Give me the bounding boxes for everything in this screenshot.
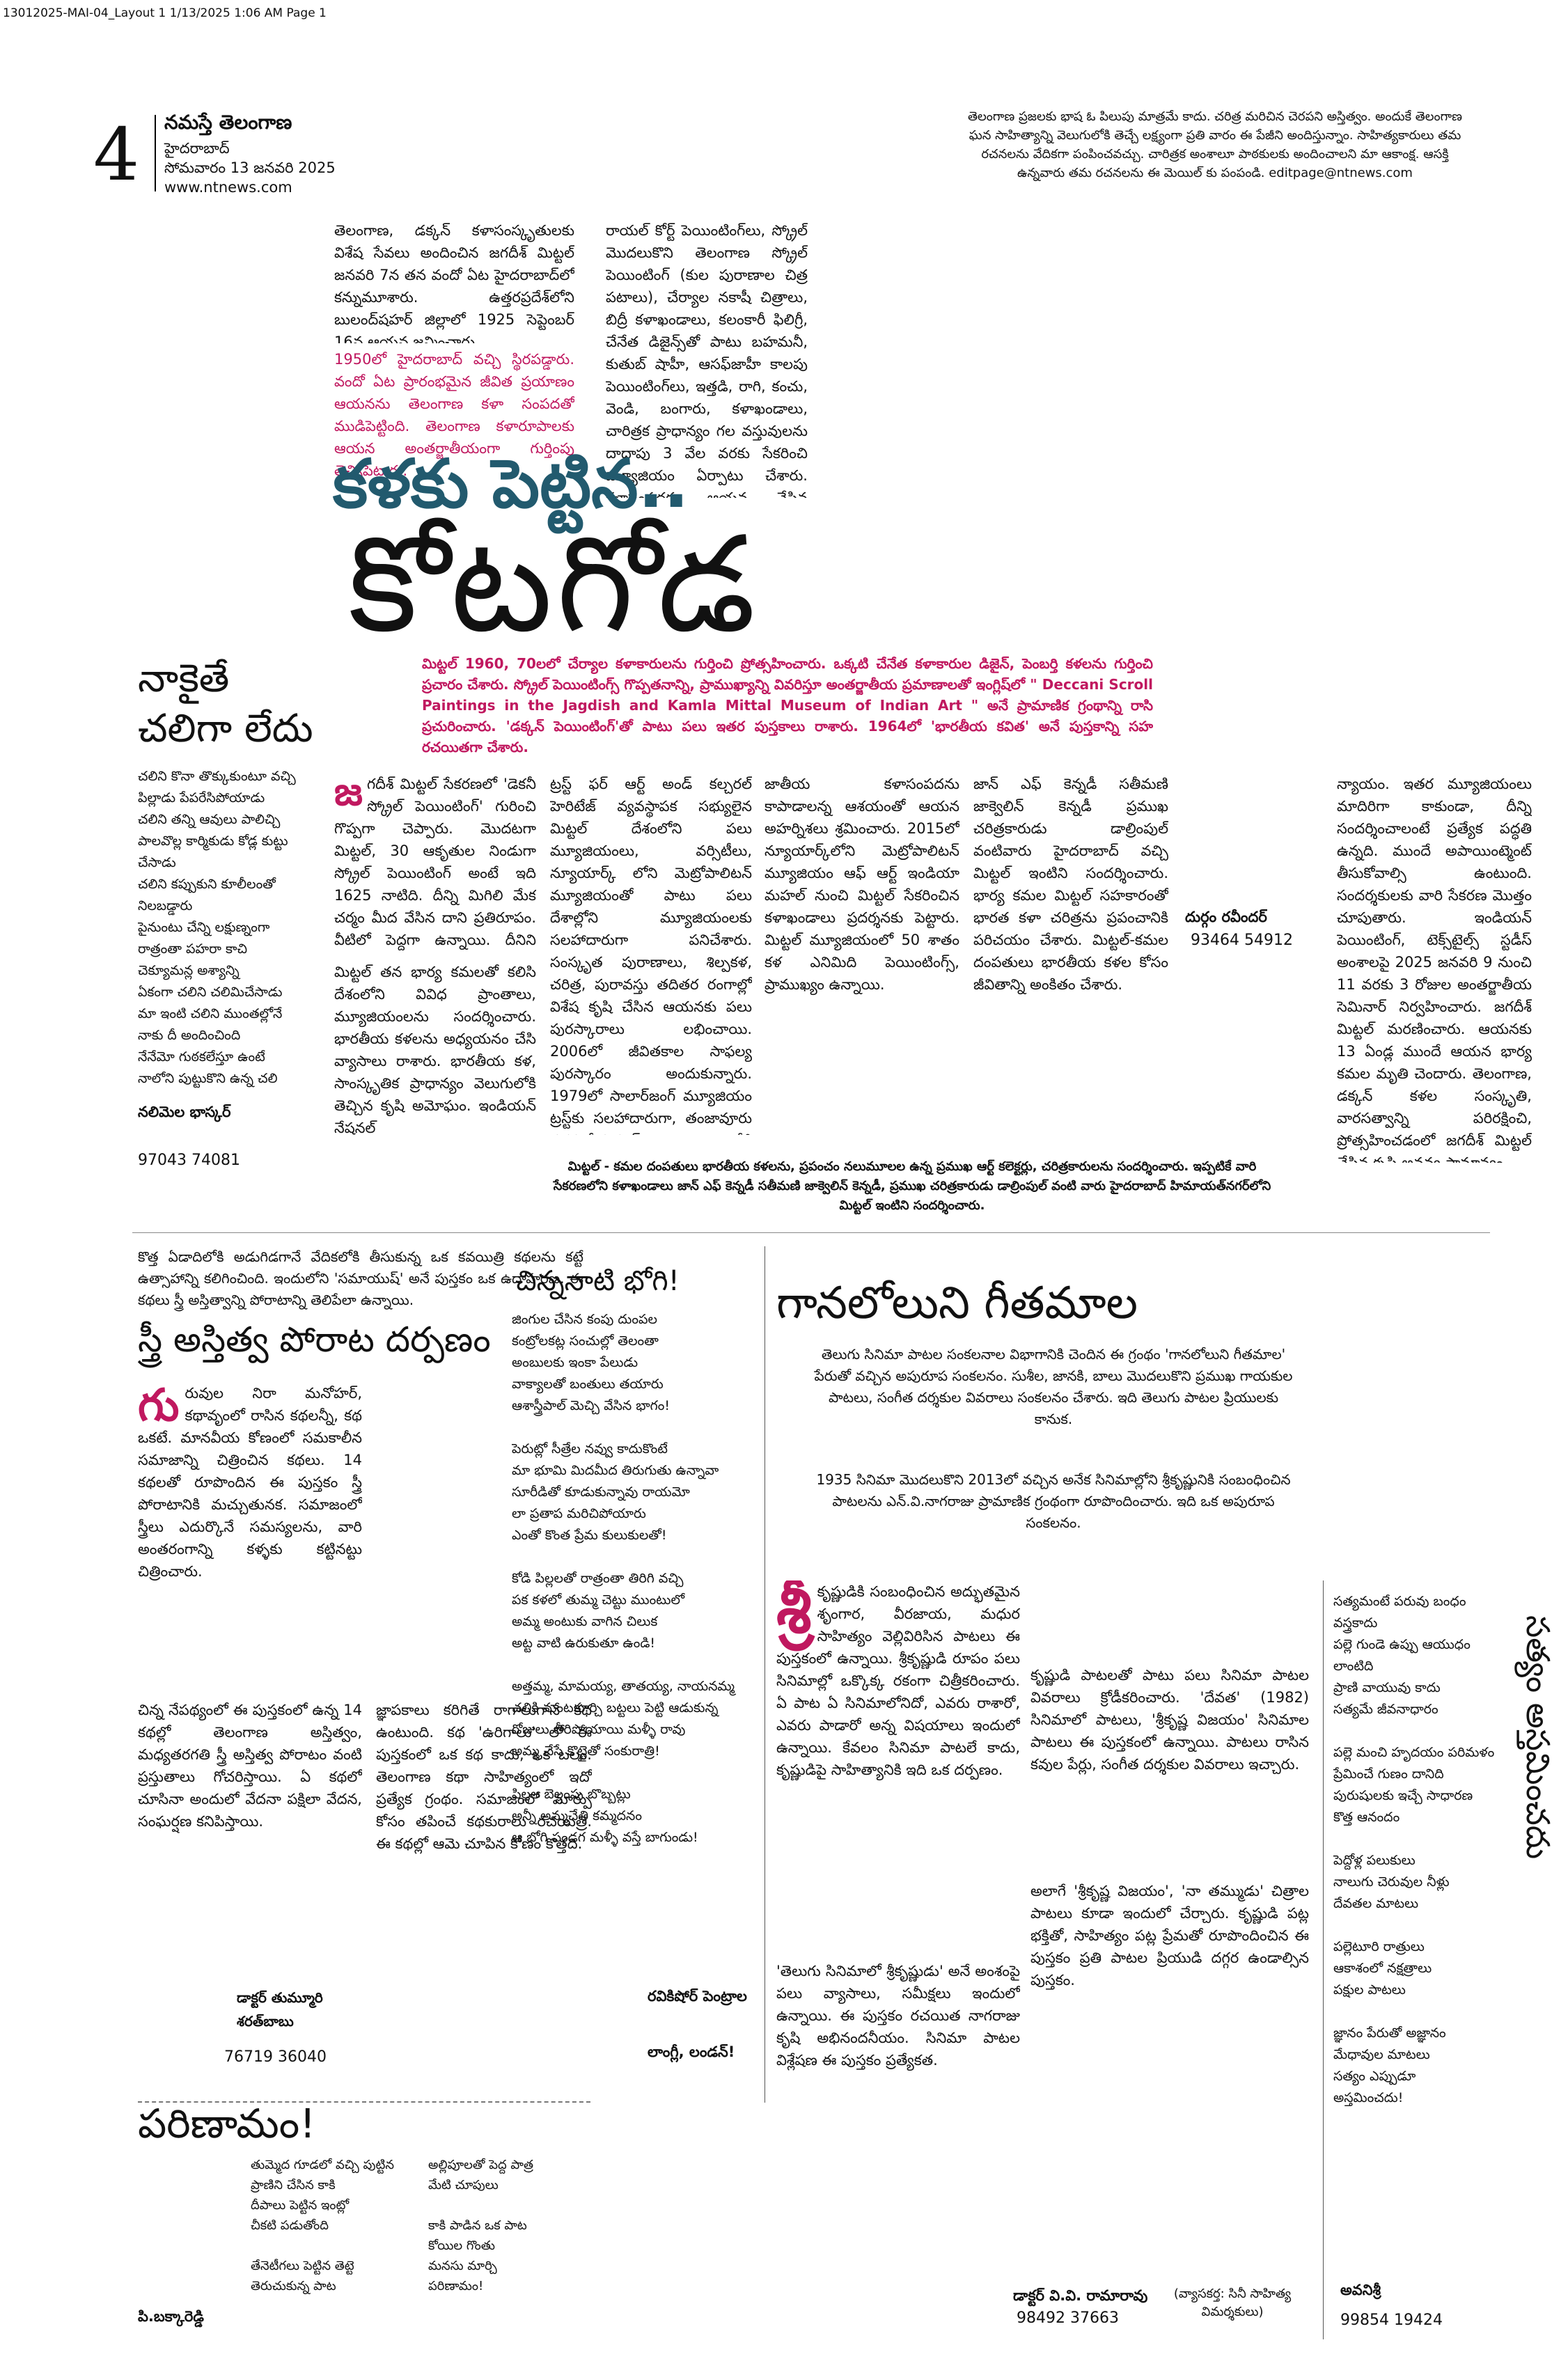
sathyam-phone: 99854 19424	[1340, 2312, 1443, 2329]
bhogi-byline: రవికిషోర్ పెంట్రాల	[648, 1988, 747, 2004]
naakaithe-title-line1: నాకైతే	[138, 656, 230, 701]
kotagoda-intro: తెలంగాణ, డక్కన్ కళాసంస్కృతులకు విశేష సేవ…	[334, 222, 574, 343]
geethamala-dropcap: శ్రీ	[776, 1580, 812, 1647]
parinamam-byline: పి.బక్కారెడ్డి	[138, 2308, 204, 2325]
masthead-divider	[155, 115, 156, 191]
masthead-date: సోమవారం 13 జనవరి 2025	[164, 159, 336, 176]
kotagoda-intro-pink: 1950లో హైదరాబాద్ వచ్చి స్థిరపడ్డారు. వంద…	[334, 351, 574, 479]
kotagoda-intro-right: రాయల్ కోర్ట్ పెయింటింగ్‌లు, స్క్రోల్ మొద…	[606, 222, 808, 498]
geethamala-col2: కృష్ణుడి పాటలతో పాటు పలు సినిమా పాటల వివ…	[1030, 1667, 1309, 1773]
review-intro: కొత్త ఏడాదిలోకి అడుగిడగానే వేదికలోకి తీస…	[138, 1248, 583, 1308]
review-col1-text: రువుల నిరా మనోహర్, కథావృంలో రాసిన కథలన్న…	[138, 1385, 362, 1580]
kotagoda-body-col1b: మిట్టల్ తన భార్య కమలతో కలిసి దేశంలోని వి…	[334, 964, 536, 1136]
bhogi-title: చిన్ననాటి భోగి!	[515, 1265, 680, 1297]
bhogi-place: లాంగ్లీ, లండన్!	[648, 2043, 735, 2060]
geethamala-col1-text: కృష్ణుడికి సంబంధించిన అద్భుతమైన శృంగార, …	[776, 1583, 1020, 1778]
kotagoda-title-line1: కళకు పెట్టిన..	[333, 445, 689, 523]
review-title: స్త్రీ అస్తిత్వ పోరాట దర్పణం	[138, 1319, 491, 1360]
kotagoda-body-col1-text: గదీశ్ మిట్టల్ సేకరణలో 'డెకనీ స్క్రోల్ పె…	[334, 776, 536, 948]
geethamala-byline: డాక్టర్ వి.వి. రామారావు	[1013, 2287, 1148, 2304]
kotagoda-deck: మిట్టల్ 1960, 70లలో చేర్యాల కళాకారులను గ…	[422, 655, 1153, 755]
kotagoda-byline: దుర్గం రవీందర్	[1185, 909, 1267, 925]
naakaithe-title-line2: చలిగా లేదు	[138, 706, 313, 751]
geethamala-note: (వ్యాసకర్త: సినీ సాహిత్య విమర్శకులు)	[1173, 2286, 1292, 2319]
kotagoda-body-col5: న్యాయం. ఇతర మ్యూజియంలు మాదిరిగా కాకుండా,…	[1337, 776, 1532, 1163]
review-phone: 76719 36040	[224, 2048, 327, 2066]
column-divider-2	[1323, 1580, 1324, 2339]
review-dropcap: గు	[138, 1382, 180, 1431]
section-divider	[132, 1232, 1490, 1233]
masthead-city: హైదరాబాద్	[164, 140, 230, 157]
geethamala-col2b: అలాగే 'శ్రీకృష్ణ విజయం', 'నా తమ్ముడు' చి…	[1030, 1883, 1309, 1988]
sathyam-title: సత్యం అస్తమించదు	[1519, 1615, 1557, 1860]
editorial-email[interactable]: editpage@ntnews.com	[1269, 166, 1413, 180]
paper-name: నమస్తే తెలంగాణ	[164, 111, 292, 134]
bhogi-poem-text: జింగుల చేసిన కంపు దుంపల కంట్రోలకట్ల సంచు…	[512, 1312, 735, 1845]
naakaithe-poem-text: చలిని కొనా తొక్కుకుంటూ వచ్చి పిల్లాడు పే…	[138, 769, 296, 1093]
parinamam-divider	[138, 2101, 590, 2103]
geethamala-phone: 98492 37663	[1017, 2309, 1119, 2327]
kotagoda-photo-caption: మిట్టల్ - కమల దంపతులు భారతీయ కళలను, ప్రప…	[553, 1159, 1271, 1213]
kotagoda-body-col4: జాన్ ఎఫ్ కెన్నడీ సతీమణి జాక్వెలిన్ కెన్న…	[973, 776, 1168, 993]
naakaithe-phone: 97043 74081	[138, 1152, 240, 1169]
review-col2: జ్ఞాపకాలు కరిగితే రాగాలుగానే కథ ఉంటుంది.…	[376, 1702, 592, 1852]
parinamam-poem-text: తుమ్మెద గూడలో వచ్చి పుట్టిన ప్రాణిని చేస…	[251, 2158, 533, 2293]
review-col1: గు రువుల నిరా మనోహర్, కథావృంలో రాసిన కథల…	[138, 1382, 362, 1688]
kotagoda-phone: 93464 54912	[1191, 932, 1293, 949]
sathyam-byline: అవనిశ్రీ	[1340, 2282, 1381, 2298]
kotagoda-body-col3: జాతీయ కళాసంపదను కాపాడాలన్న ఆశయంతో ఆయన అహ…	[765, 776, 959, 993]
geethamala-title: గానలోలుని గీతమాల	[776, 1278, 1138, 1329]
geethamala-intro: తెలుగు సినిమా పాటల సంకలనాల విభాగానికి చె…	[814, 1346, 1293, 1427]
masthead-website[interactable]: www.ntnews.com	[164, 179, 292, 196]
geethamala-col1b: 'తెలుగు సినిమాలో శ్రీకృష్ణుడు' అనే అంశంప…	[776, 1963, 1020, 2069]
parinamam-title: పరిణామం!	[138, 2100, 316, 2147]
review-byline: డాక్టర్ తుమ్మూరి శరత్‌బాబు	[237, 1989, 323, 2030]
geethamala-col1: శ్రీ కృష్ణుడికి సంబంధించిన అద్భుతమైన శృం…	[776, 1580, 1020, 1956]
print-slug: 13012025-MAI-04_Layout 1 1/13/2025 1:06 …	[3, 6, 327, 20]
kotagoda-body-col1: జ గదీశ్ మిట్టల్ సేకరణలో 'డెకనీ స్క్రోల్ …	[334, 773, 536, 954]
kotagoda-dropcap: జ	[334, 773, 363, 815]
editorial-note-text: తెలంగాణ ప్రజలకు భాష ఓ పిలుపు మాత్రమే కాద…	[967, 109, 1463, 180]
editorial-note: తెలంగాణ ప్రజలకు భాష ఓ పిలుపు మాత్రమే కాద…	[964, 107, 1466, 182]
review-col1b: చిన్న నేపథ్యంలో ఈ పుస్తకంలో ఉన్న 14 కథల్…	[138, 1702, 362, 1830]
kotagoda-title-line2: కోటగోడ	[348, 508, 760, 661]
page-number: 4	[93, 112, 140, 197]
sathyam-poem-text: సత్యమంటే పరువు బంధం వస్త్రకాదు పల్లె గుం…	[1333, 1594, 1495, 2105]
geethamala-intro2: 1935 సినిమా మొదలుకొని 2013లో వచ్చిన అనేక…	[816, 1471, 1291, 1531]
naakaithe-byline: నలిమెల భాస్కర్	[138, 1104, 231, 1120]
kotagoda-body-col2: ట్రస్ట్ ఫర్ ఆర్ట్ అండ్ కల్చరల్ హెరిటేజ్ …	[550, 776, 752, 1135]
